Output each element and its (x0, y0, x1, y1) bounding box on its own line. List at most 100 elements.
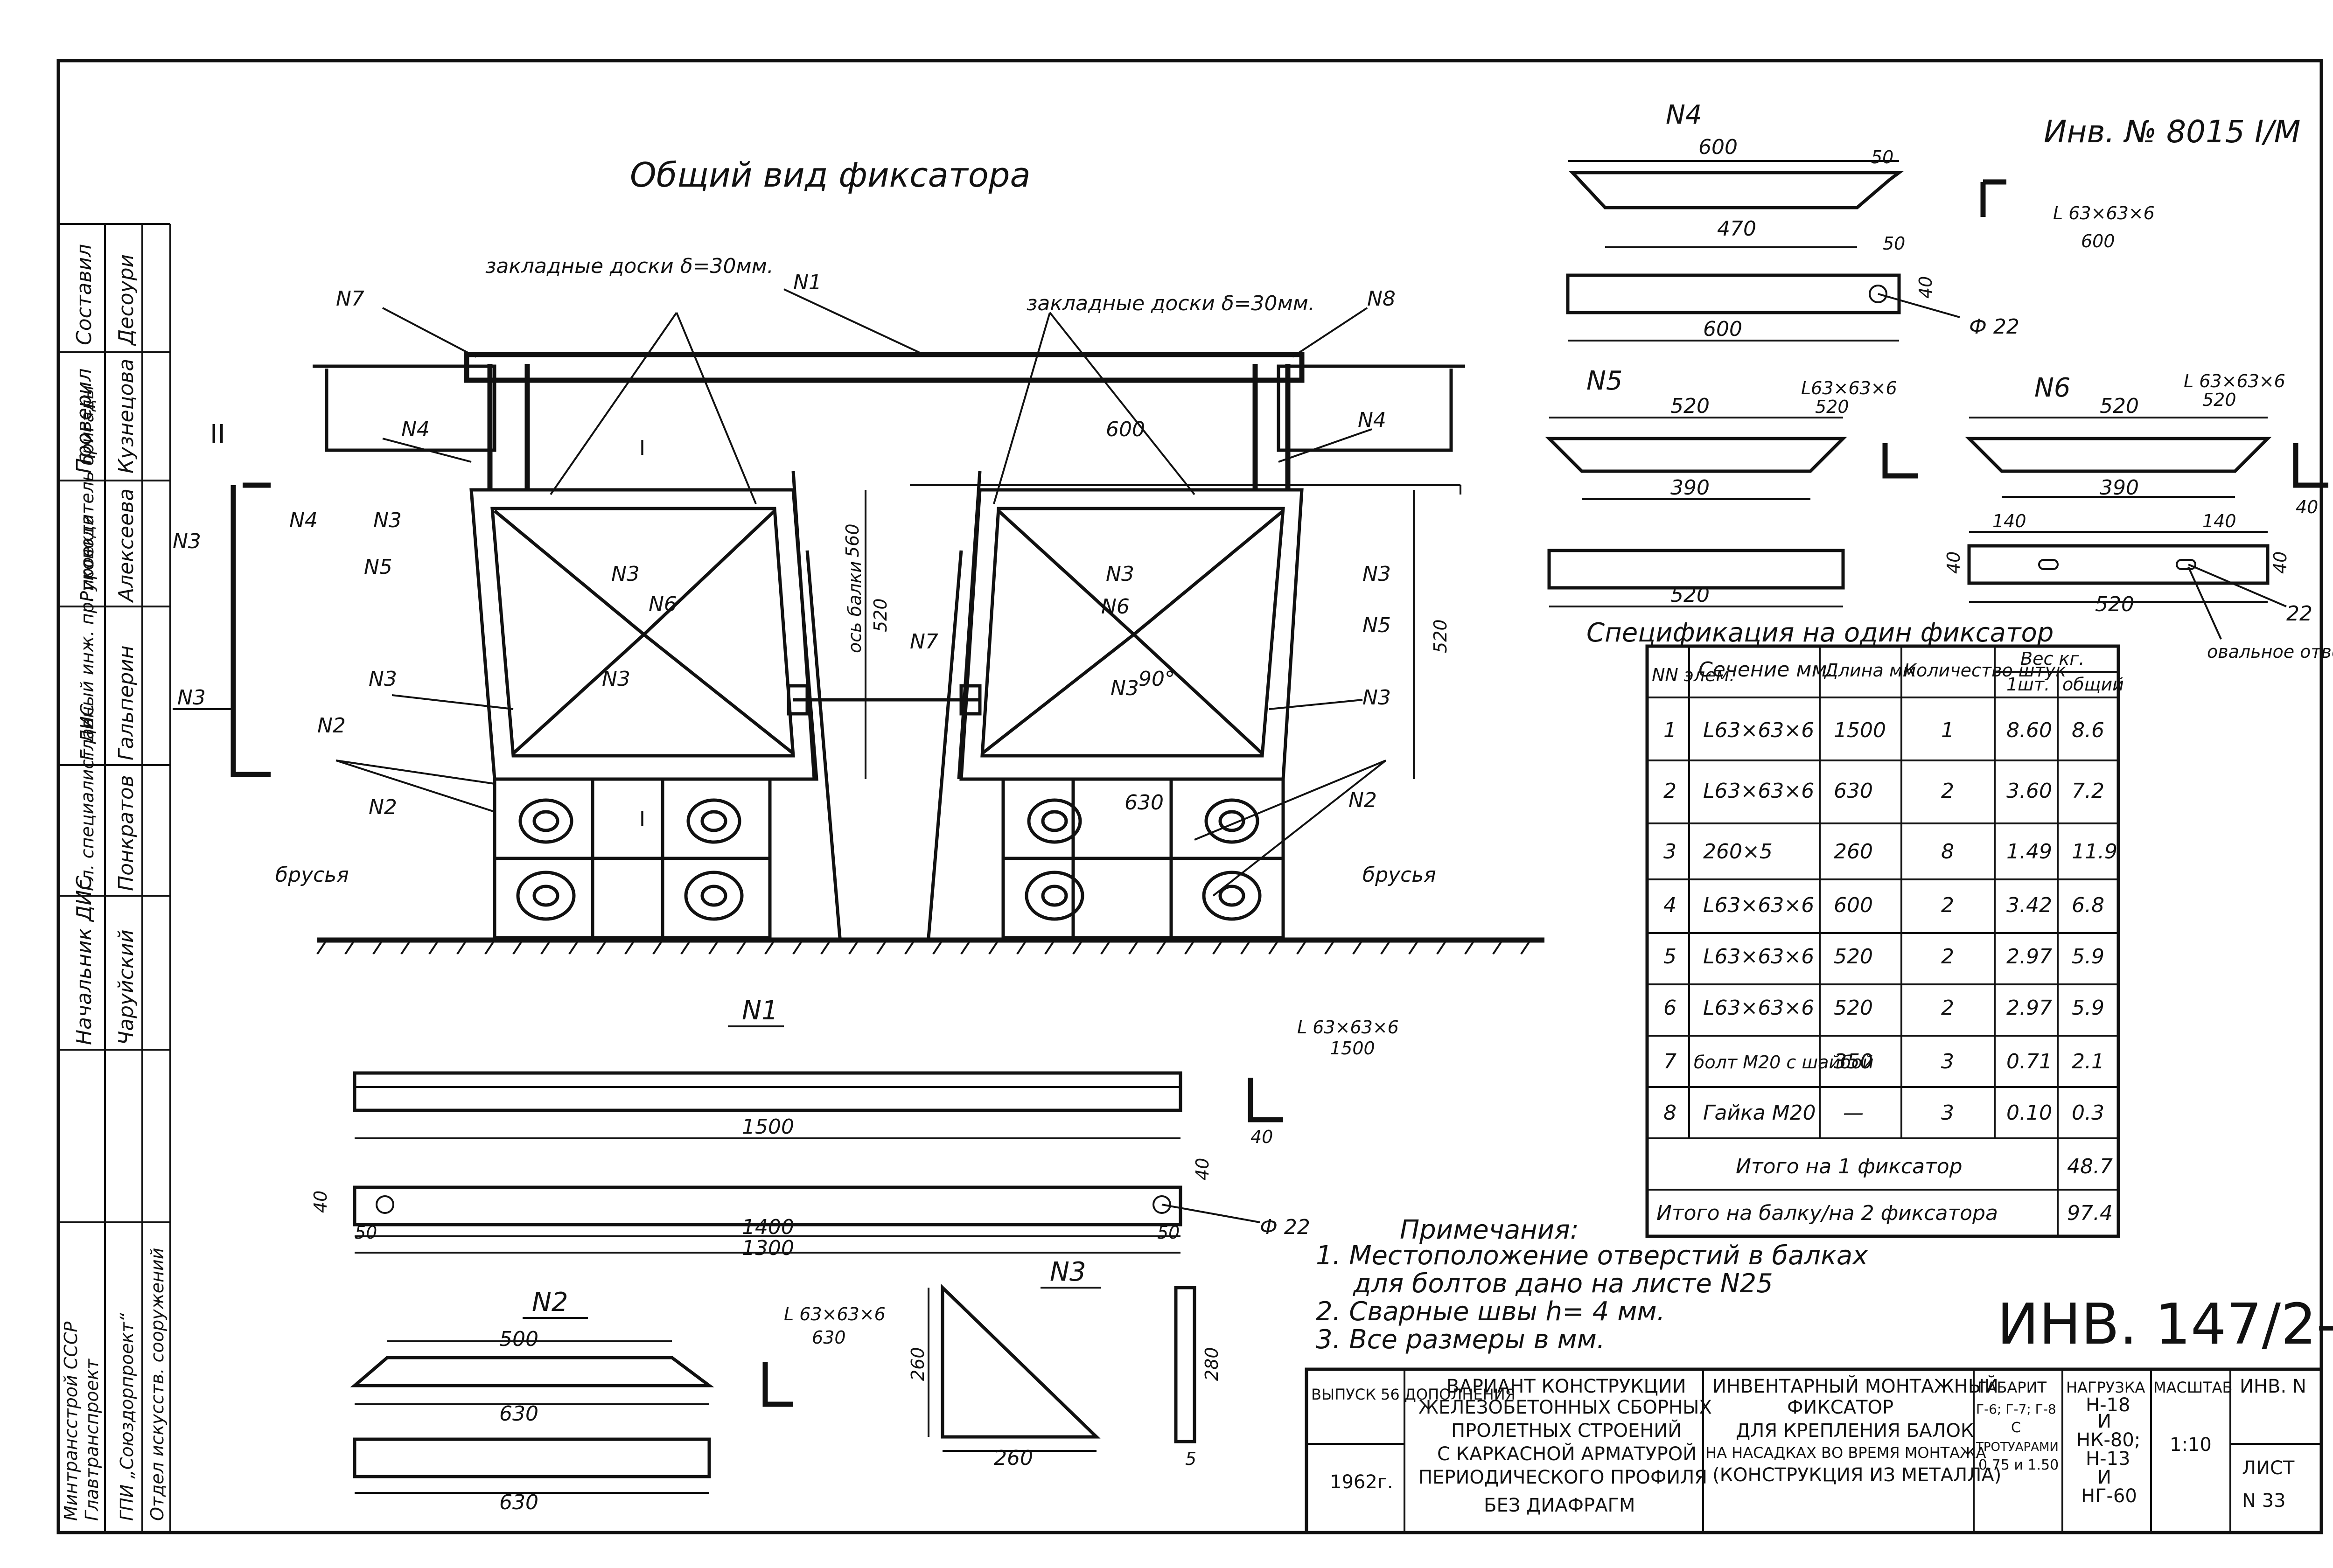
spec-row-2: 2 L63×63×6 630 2 3.60 7.2 (1663, 779, 2104, 803)
label-boards-left: закладные доски δ=30мм. (485, 254, 774, 278)
tb-gabarit-1: Г-6; Г-7; Г-8 (1976, 1401, 2056, 1417)
spec-total-beam-label: Итого на балку/на 2 фиксатора (1656, 1201, 1998, 1225)
detail-n5-dim-bottom: 390 (1670, 476, 1710, 500)
label-n3-h: N3 (1111, 676, 1139, 700)
svg-text:260: 260 (1834, 840, 1873, 864)
svg-text:5.9: 5.9 (2072, 996, 2104, 1020)
tb-scale-header: МАСШТАБ (2153, 1379, 2232, 1396)
detail-n6-dim-bottom: 390 (2100, 476, 2139, 500)
detail-n3-dim-260-horizontal: 260 (994, 1446, 1033, 1470)
detail-n3-dim-260-vertical: 260 (908, 1347, 928, 1381)
svg-text:8: 8 (1663, 1101, 1676, 1125)
detail-n5-dim-top: 520 (1670, 394, 1710, 418)
detail-n2-dim-630: 630 (499, 1402, 538, 1426)
detail-n3-dim-5: 5 (1185, 1449, 1196, 1469)
label-dim-630: 630 (1125, 791, 1164, 815)
svg-text:7: 7 (1663, 1050, 1676, 1073)
tb-sheet-header: ЛИСТ (2242, 1457, 2295, 1479)
label-n2-right: N2 (1348, 788, 1377, 812)
detail-n6-dim-top: 520 (2100, 394, 2139, 418)
sidebar-role-4: Главный инж. пр. проекта (77, 514, 98, 760)
notes-title: Примечания: (1400, 1215, 1579, 1245)
svg-text:1: 1 (1941, 718, 1954, 742)
spec-header-section: Сечение мм. (1698, 658, 1834, 682)
detail-n1-dim-40-left: 40 (310, 1191, 331, 1213)
svg-text:2: 2 (1941, 779, 1954, 803)
sidebar-name-4: Гальперин (114, 645, 138, 760)
svg-text:1.49: 1.49 (2006, 840, 2052, 864)
svg-text:L63×63×6: L63×63×6 (1703, 996, 1814, 1020)
label-n4-left: N4 (401, 418, 430, 441)
svg-text:260×5: 260×5 (1703, 840, 1773, 864)
label-dim-520: 520 (870, 598, 891, 632)
svg-text:8.60: 8.60 (2006, 718, 2052, 742)
label-n5-right: N5 (1362, 613, 1391, 637)
label-boards-right: закладные доски δ=30мм. (1027, 292, 1315, 315)
sidebar-org-2: Главтранспроект (82, 1358, 102, 1521)
svg-text:2.1: 2.1 (2072, 1050, 2104, 1073)
spec-total-one-label: Итого на 1 фиксатор (1736, 1155, 1963, 1178)
detail-n5-dim-length: 520 (1670, 583, 1710, 607)
detail-n4-dim-side: 50 (1883, 233, 1905, 254)
beam-right (957, 471, 1304, 781)
svg-text:3.42: 3.42 (2006, 893, 2052, 917)
sidebar-stamp: Составил Десоури Проверил Кузнецова Руко… (58, 223, 171, 1533)
label-beam-axis: ось балки (845, 561, 865, 653)
tb-name-3: ДЛЯ КРЕПЛЕНИЯ БАЛОК (1736, 1420, 1974, 1442)
detail-n3-dim-280: 280 (1201, 1347, 1222, 1381)
title-block: ВЫПУСК 56 ДОПОЛНЕНИЯ 1962г. ВАРИАНТ КОНС… (1305, 1367, 2323, 1534)
detail-n6-dim-h40: 40 (1943, 551, 1964, 574)
svg-text:6: 6 (1663, 996, 1676, 1020)
spec-total-one: 48.7 (2067, 1155, 2113, 1178)
timber-blocks-left (493, 777, 772, 940)
label-n3-e: N3 (369, 667, 397, 691)
label-n3-b: N3 (173, 530, 201, 553)
label-beams-left: брусья (275, 863, 349, 887)
detail-n4: N4 600 50 470 L 63×63×6 600 50 40 Ф 22 6… (1566, 100, 2155, 341)
tb-desc-5: ПЕРИОДИЧЕСКОГО ПРОФИЛЯ (1418, 1467, 1707, 1488)
detail-n2-profile: L 63×63×6 (784, 1304, 886, 1324)
tb-inv-header: ИНВ. N (2240, 1376, 2306, 1397)
sidebar-name-5: Понкратов (114, 775, 138, 891)
tb-sheet-number: N 33 (2242, 1490, 2286, 1512)
label-section-i-top: I (639, 436, 645, 460)
svg-text:2.97: 2.97 (2006, 945, 2052, 969)
label-n3-d: N3 (611, 562, 640, 586)
svg-text:L63×63×6: L63×63×6 (1703, 945, 1814, 969)
tb-name-1: ИНВЕНТАРНЫЙ МОНТАЖНЫЙ (1712, 1375, 1998, 1397)
svg-text:0.71: 0.71 (2006, 1050, 2052, 1073)
label-n3-a: N3 (373, 509, 402, 532)
tb-gabarit-3: ТРОТУАРАМИ (1976, 1440, 2059, 1454)
page-title: Общий вид фиксатора (630, 155, 1031, 195)
notes-line-2: для болтов дано на листе N25 (1353, 1268, 1773, 1299)
tb-desc-4: С КАРКАСНОЙ АРМАТУРОЙ (1437, 1443, 1697, 1465)
beam-left (469, 471, 818, 781)
tb-load-header: НАГРУЗКА (2066, 1379, 2145, 1396)
detail-n4-profile: L 63×63×6 (2053, 203, 2155, 223)
svg-text:0.3: 0.3 (2072, 1101, 2104, 1125)
label-section-ii: II (210, 419, 225, 450)
detail-n5: N5 520 390 L63×63×6 520 520 (1545, 366, 1918, 607)
svg-text:—: — (1843, 1101, 1864, 1125)
sidebar-name-1: Десоури (114, 254, 138, 346)
spec-total-beam: 97.4 (2067, 1201, 2113, 1225)
detail-n2-profile-len: 630 (812, 1327, 846, 1348)
notes-line-1: 1. Местоположение отверстий в балках (1316, 1240, 1868, 1271)
detail-n6-dim-140-left: 140 (1992, 511, 2026, 531)
label-dim-600: 600 (1106, 418, 1145, 441)
label-n7: N7 (336, 287, 364, 311)
label-n1: N1 (793, 271, 822, 294)
spec-row-8: 8 Гайка М20 — 3 0.10 0.3 (1663, 1101, 2104, 1125)
detail-n4-dim-40: 40 (1915, 276, 1936, 299)
label-n6-left: N6 (649, 592, 677, 616)
sidebar-org-4: Отдел искусств. сооружений (147, 1248, 168, 1521)
svg-text:3: 3 (1663, 840, 1676, 864)
notes-line-4: 3. Все размеры в мм. (1316, 1324, 1605, 1355)
detail-n6-dim-22: 22 (2286, 602, 2312, 626)
svg-text:520: 520 (1834, 945, 1873, 969)
label-n4-side: N4 (289, 509, 318, 532)
notes-line-3: 2. Сварные швы h= 4 мм. (1316, 1296, 1665, 1327)
detail-n1-dim-50-right: 50 (1157, 1222, 1180, 1243)
svg-text:1500: 1500 (1834, 718, 1886, 742)
